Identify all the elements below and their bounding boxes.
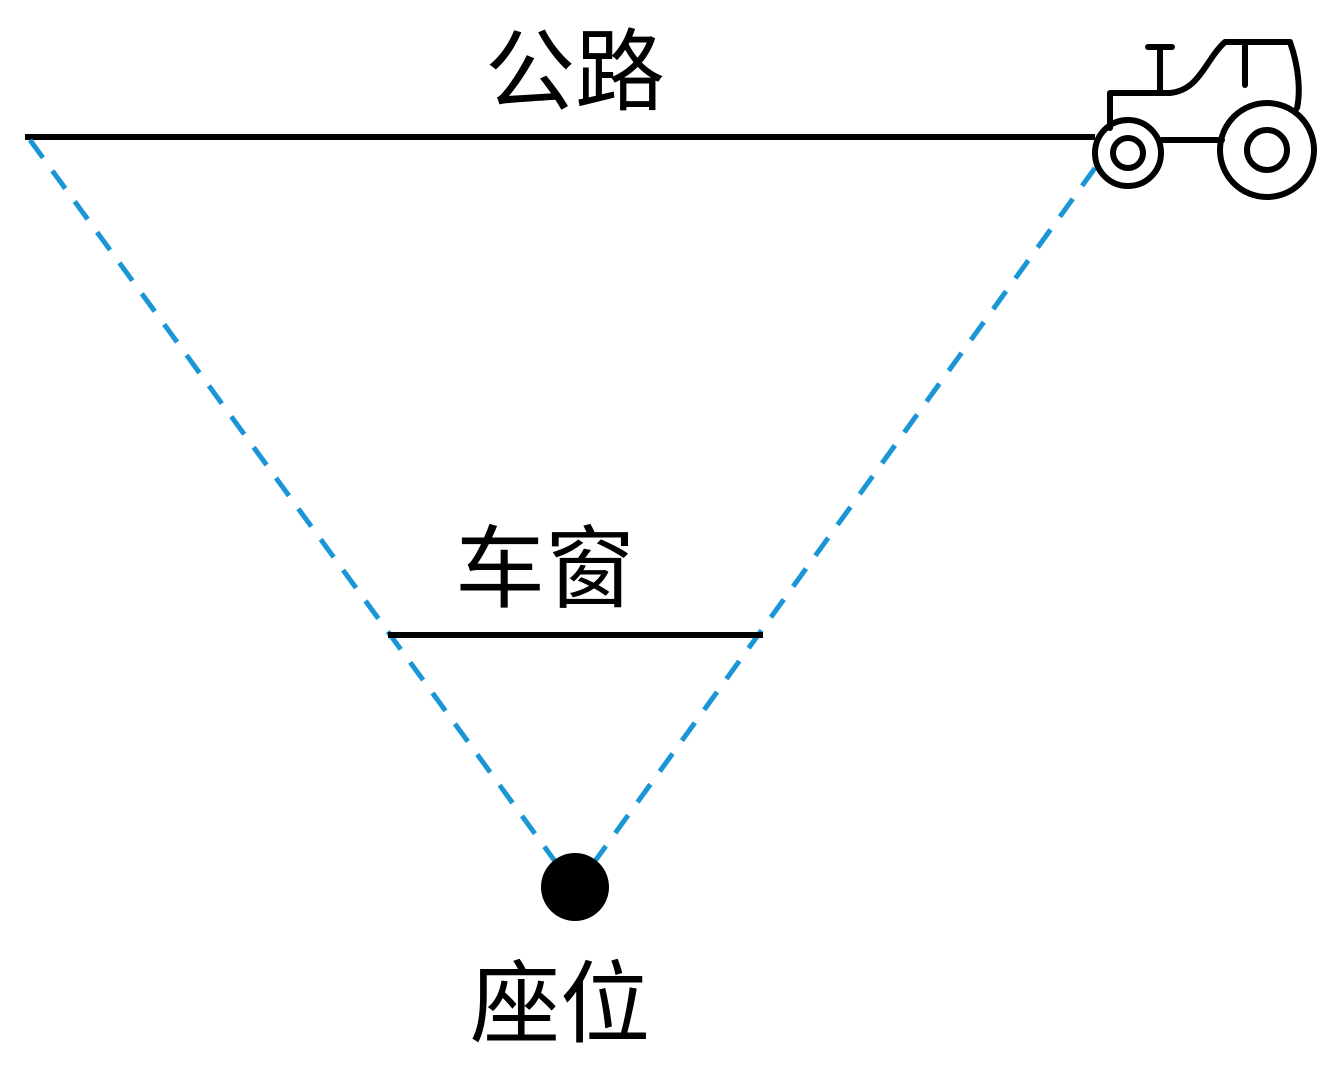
window-label: 车窗 [455, 517, 635, 622]
tractor-icon [1092, 39, 1317, 200]
seat-dot [541, 853, 609, 921]
seat-label: 座位 [470, 952, 650, 1057]
sight-line-right [582, 166, 1098, 877]
road-label: 公路 [485, 20, 665, 125]
sight-line-left [27, 138, 568, 877]
